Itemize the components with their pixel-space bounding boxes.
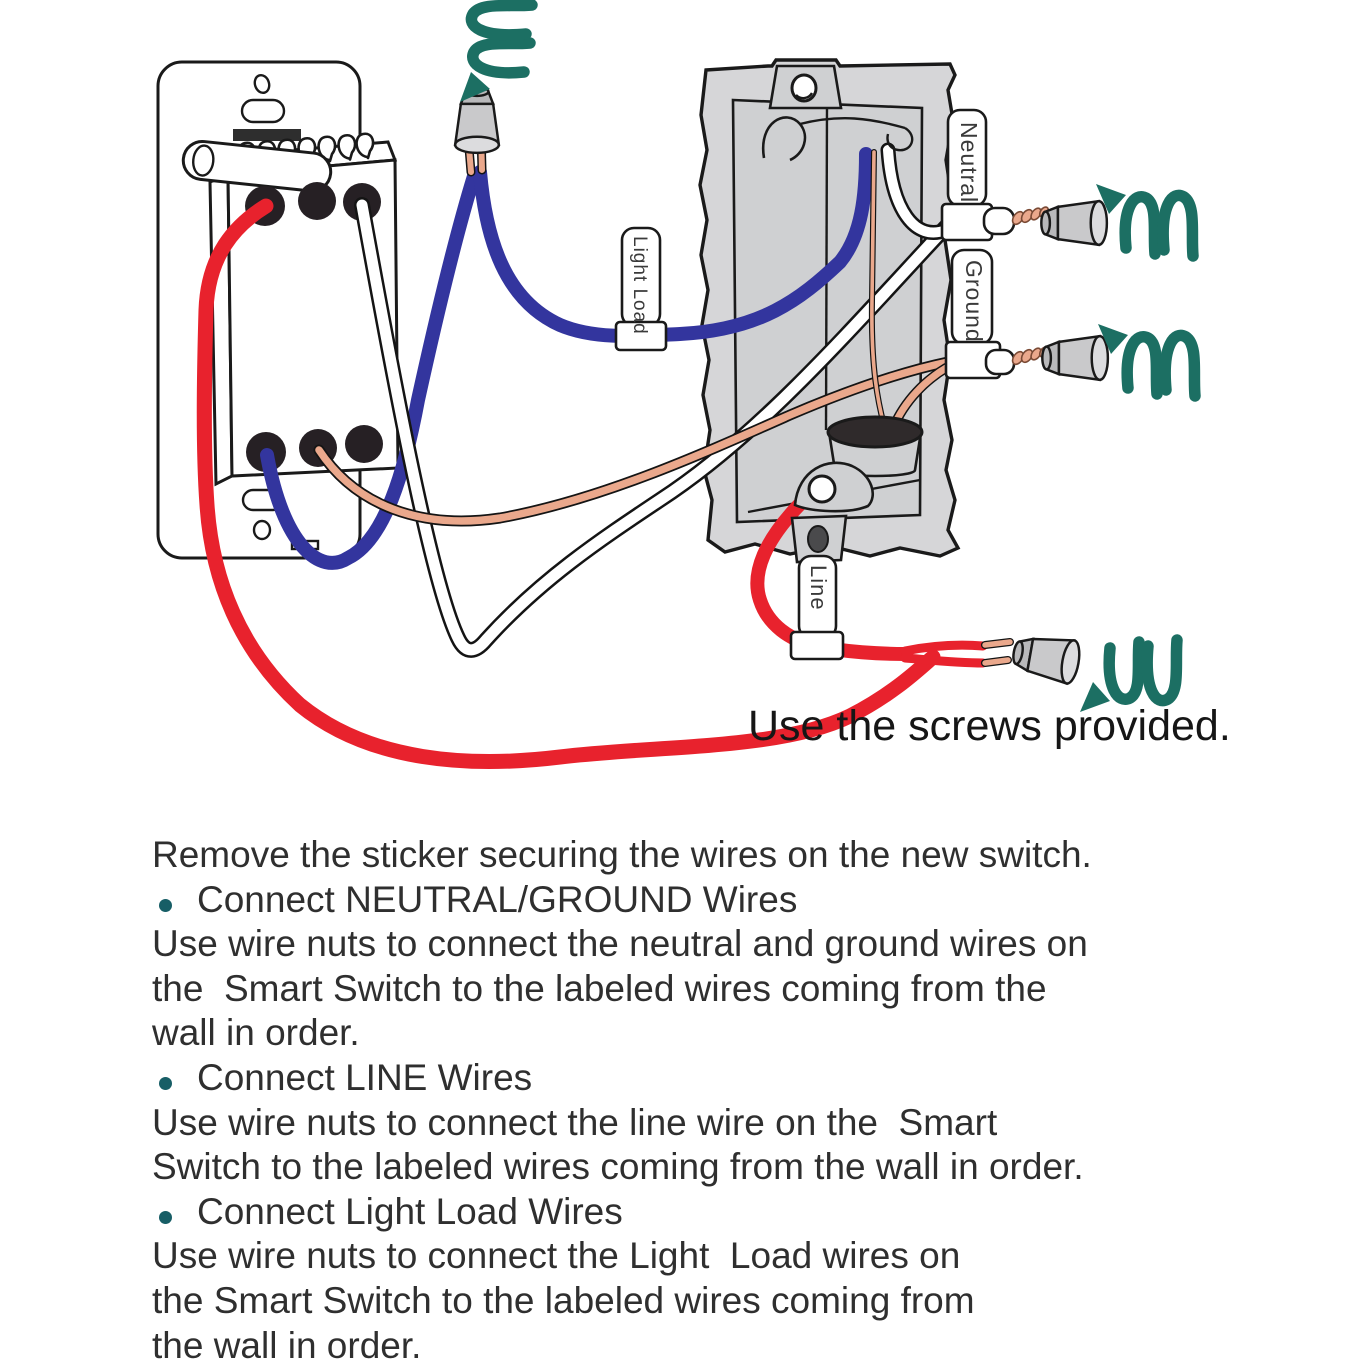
instruction-text: Use wire nuts to connect the neutral and… <box>152 923 1088 965</box>
instruction-text: Connect Light Load Wires <box>197 1190 623 1232</box>
instruction-bullet-item: Connect LINE Wires <box>152 1056 1312 1101</box>
instruction-line: Remove the sticker securing the wires on… <box>152 833 1312 878</box>
instruction-text: the Smart Switch to the labeled wires co… <box>152 1279 975 1321</box>
white-neutral-wire-switch <box>356 199 952 656</box>
line-tag-band <box>789 630 845 661</box>
instruction-bullet-item: Connect Light Load Wires <box>152 1190 1312 1235</box>
light-load-tag-band <box>614 320 668 352</box>
copper-pigtail-wall <box>870 150 886 427</box>
screws-caption: Use the screws provided. <box>748 702 1231 750</box>
red-line-wire-switch <box>196 198 941 769</box>
instruction-text: Connect NEUTRAL/GROUND Wires <box>197 878 798 920</box>
wire-label-tags: Light Load Neutral Ground Line <box>614 108 1002 661</box>
plate-screw-hole-bottom <box>252 519 272 541</box>
instruction-bullet-item: Connect NEUTRAL/GROUND Wires <box>152 878 1312 923</box>
sticker-tube <box>181 139 333 193</box>
instruction-text: the Smart Switch to the labeled wires co… <box>152 967 1047 1009</box>
ground-pair-sleeve <box>984 348 1016 376</box>
ground-label: Ground <box>961 260 987 343</box>
wire-nut-ground <box>1041 334 1110 382</box>
neutral-label: Neutral <box>956 122 982 203</box>
instruction-line: wall in order. <box>152 1011 1312 1056</box>
twist-arrow-ground-icon <box>1098 324 1195 396</box>
instruction-line: the wall in order. <box>152 1324 1312 1369</box>
box-hardware <box>761 116 924 564</box>
wiring-diagram: Light Load Neutral Ground Line <box>156 0 1231 769</box>
instruction-line: the Smart Switch to the labeled wires co… <box>152 1279 1312 1324</box>
sticker-bar <box>233 129 301 141</box>
instruction-text: Use wire nuts to connect the line wire o… <box>152 1101 998 1143</box>
instruction-text: the wall in order. <box>152 1324 422 1366</box>
instruction-text: Remove the sticker securing the wires on… <box>152 834 1092 875</box>
instruction-text: wall in order. <box>152 1012 360 1054</box>
wire-nut-neutral <box>1040 199 1109 247</box>
wire-nut-line <box>1008 629 1084 687</box>
instructions: Remove the sticker securing the wires on… <box>152 833 1312 1368</box>
blue-lightload-wire-wall <box>473 147 873 344</box>
light-load-label: Light Load <box>629 236 650 335</box>
instruction-text: Use wire nuts to connect the Light Load … <box>152 1235 961 1277</box>
instruction-line: Use wire nuts to connect the Light Load … <box>152 1234 1312 1279</box>
instruction-line: Use wire nuts to connect the line wire o… <box>152 1101 1312 1146</box>
neutral-pair-sleeve <box>982 206 1016 236</box>
red-pair <box>900 640 988 668</box>
blue-lightload-wire-switch <box>260 169 481 570</box>
wire-nut-top <box>453 86 501 155</box>
bullet-dot <box>159 1210 172 1224</box>
red-pair-copper-tips <box>982 639 1013 666</box>
clamp-hole <box>807 474 837 504</box>
instruction-text: Connect LINE Wires <box>197 1056 533 1098</box>
bullet-dot <box>159 1076 172 1090</box>
cable-connector-top <box>826 415 924 449</box>
instruction-line: Switch to the labeled wires coming from … <box>152 1145 1312 1190</box>
line-label: Line <box>806 565 831 611</box>
twist-arrow-top-icon <box>460 5 532 102</box>
instruction-line: Use wire nuts to connect the neutral and… <box>152 922 1312 967</box>
plate-screw-hole-top <box>253 73 271 95</box>
bullet-dot <box>159 898 172 912</box>
instruction-text: Switch to the labeled wires coming from … <box>152 1146 1084 1188</box>
cable-clamp-top <box>761 116 807 162</box>
instruction-line: the Smart Switch to the labeled wires co… <box>152 967 1312 1012</box>
copper-ground-wire-switch <box>315 358 952 525</box>
white-neutral-wire-wall <box>883 145 951 238</box>
box-screw-hole-bottom <box>807 525 829 553</box>
twist-arrow-neutral-icon <box>1096 184 1193 256</box>
plate-slot-top <box>240 98 286 124</box>
